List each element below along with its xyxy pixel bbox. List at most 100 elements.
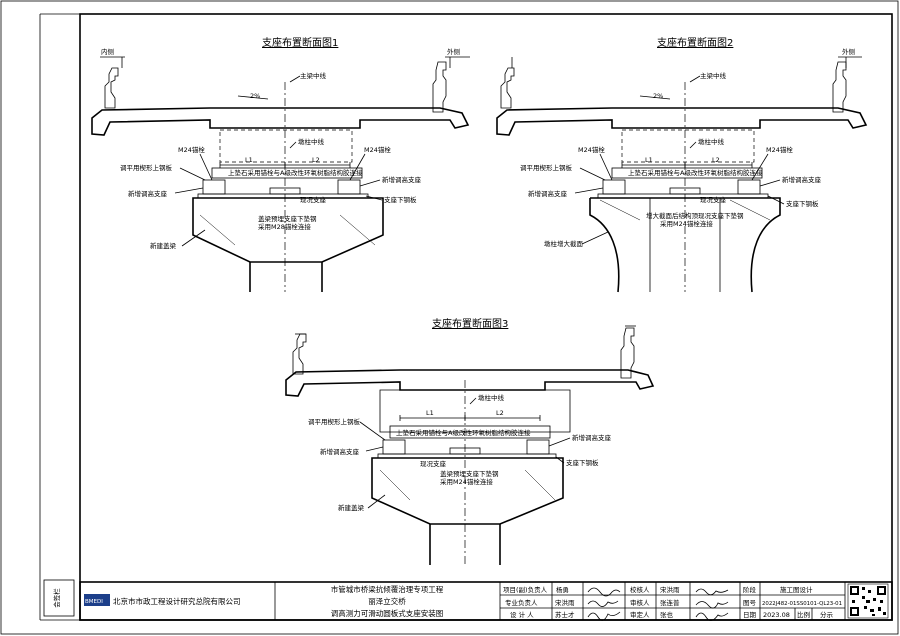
stage-value: 施工图设计 — [780, 585, 813, 594]
view3-new-cap-beam: 新建盖梁 — [338, 503, 365, 512]
view1-deck — [91, 107, 470, 136]
designer-name: 苏士才 — [555, 610, 575, 619]
stage-label: 阶段 — [743, 585, 757, 594]
countersign-box — [43, 579, 75, 617]
view2-deck — [496, 107, 868, 136]
drawing-frame — [79, 13, 893, 621]
view3-title: 支座布置断面图3 — [432, 317, 508, 330]
reviewer-name: 张连普 — [660, 598, 680, 607]
signature-project-lead — [587, 587, 621, 597]
view3-left-barrier — [292, 333, 307, 375]
signature-discipline-lead — [587, 600, 619, 607]
view1-l2: L2 — [312, 156, 320, 164]
view1-title: 支座布置断面图1 — [262, 36, 338, 49]
discipline-lead-label: 专业负责人 — [505, 598, 538, 607]
view2-pier-center: 墩柱中线 — [698, 137, 725, 146]
view1-right-bearing — [337, 179, 361, 195]
view3-pier-center: 墩柱中线 — [478, 393, 505, 402]
view1-slope: 2% — [250, 92, 260, 100]
view1-leveling-plate: 调平用楔形上钢板 — [120, 163, 173, 172]
date-value: 2023.08 — [763, 611, 790, 619]
view2-m24-left: M24锚栓 — [578, 145, 605, 154]
view1-new-bearing-right: 新增调高支座 — [382, 175, 422, 184]
view1-girder-outline — [219, 129, 353, 163]
view3-lower-plate: 支座下钢板 — [566, 458, 599, 467]
view1-m24-right: M24锚栓 — [364, 145, 391, 154]
view3-girder — [379, 389, 571, 433]
view1-right-barrier — [432, 61, 447, 113]
scale-value: 分示 — [820, 610, 834, 619]
company-name: 北京市市政工程设计研究总院有限公司 — [113, 596, 241, 606]
drawing-no-label: 图号 — [743, 599, 757, 607]
view2-new-bearing-right: 新增调高支座 — [782, 175, 822, 184]
view3-l2: L2 — [496, 409, 504, 417]
view1-embed-note-2: 采用M28锚栓连接 — [258, 222, 311, 231]
view1-new-bearing-left: 新增调高支座 — [128, 189, 168, 198]
view2-lower-plate: 支座下钢板 — [786, 199, 819, 208]
view1-m24-left: M24锚栓 — [178, 145, 205, 154]
view2-enlarged-pier — [589, 197, 781, 293]
approver-name: 张也 — [660, 610, 674, 619]
view2-new-bearing-left: 新增调高支座 — [528, 189, 568, 198]
view3-leveling-plate: 调平用楔形上钢板 — [308, 417, 361, 426]
view2-left-barrier — [500, 67, 515, 109]
section-view-3: 支座布置断面图3 墩柱中线 L1 L2 上垫石采用锚栓与A级改性环氧树脂结构胶连… — [285, 317, 655, 565]
view1-embed-note-1: 盖梁预埋支座下垫钢 — [258, 214, 317, 223]
view2-m24-right: M24锚栓 — [766, 145, 793, 154]
qr-code — [847, 583, 889, 619]
designer-label: 设 计 人 — [510, 610, 534, 619]
view3-new-bearing-right: 新增调高支座 — [572, 433, 612, 442]
view1-l1: L1 — [245, 156, 253, 164]
view1-left-side: 内侧 — [101, 47, 114, 56]
view3-deck — [285, 369, 655, 397]
view2-embed-note-2: 采用M24锚栓连接 — [660, 219, 713, 228]
view1-left-bearing — [202, 179, 226, 195]
view3-left-bearing — [382, 439, 406, 455]
signature-designer — [587, 611, 621, 621]
drawing-no-value: 2022J482-01SS0101-QL23-01 — [762, 601, 842, 607]
view2-l2: L2 — [712, 156, 720, 164]
view3-new-bearing-left: 新增调高支座 — [320, 447, 360, 456]
view3-embed-note-2: 采用M24锚栓连接 — [440, 477, 493, 486]
view2-leveling-plate: 调平用楔形上钢板 — [520, 163, 573, 172]
view1-existing-bearing-label: 现况支座 — [300, 195, 327, 204]
countersign-label: 会签栏 — [52, 588, 61, 608]
drawing-name: 调高测力可滑动圆板式支座安装图 — [331, 608, 444, 618]
view3-existing-bearing-label: 现况支座 — [420, 459, 447, 468]
view2-slope: 2% — [653, 92, 663, 100]
signature-approver — [695, 612, 729, 621]
view1-pier-center: 墩柱中线 — [298, 137, 325, 146]
company-logo-text: BMEDI — [85, 599, 103, 605]
scale-label: 比例 — [797, 610, 810, 619]
view3-right-bearing — [526, 439, 550, 455]
view3-top-block-note: 上垫石采用锚栓与A级改性环氧树脂结构胶连接 — [396, 428, 531, 437]
view3-right-barrier — [620, 327, 635, 379]
view2-right-side: 外侧 — [842, 47, 855, 56]
section-view-2: 支座布置断面图2 外侧 主梁中线 2% 墩柱中线 L1 L2 上垫石采用锚栓与A… — [496, 36, 868, 293]
view2-left-bearing — [602, 179, 626, 195]
discipline-lead-name: 宋洪雨 — [555, 598, 575, 607]
view2-title: 支座布置断面图2 — [657, 36, 733, 49]
view3-l1: L1 — [426, 409, 434, 417]
view2-enlarged-section: 墩柱增大截面 — [544, 239, 584, 248]
checker-label: 校核人 — [630, 585, 650, 594]
view2-top-block-note: 上垫石采用锚栓与A级改性环氧树脂结构胶连接 — [628, 168, 763, 177]
view1-top-block-note: 上垫石采用锚栓与A级改性环氧树脂结构胶连接 — [228, 168, 363, 177]
company-logo — [84, 594, 110, 606]
section-view-1: 支座布置断面图1 内侧 外侧 主梁中线 2% 墩柱中线 L1 L2 上垫石采用锚… — [91, 36, 470, 292]
project-line-1: 市管城市桥梁抗倾覆治理专项工程 — [331, 584, 444, 594]
view2-right-barrier — [832, 61, 847, 113]
view3-embed-note-1: 盖梁预埋支座下垫钢 — [440, 469, 499, 478]
signature-checker — [695, 588, 729, 596]
title-block: BMEDI 北京市市政工程设计研究总院有限公司 市管城市桥梁抗倾覆治理专项工程 … — [79, 581, 893, 621]
project-lead-name: 杨勇 — [556, 585, 569, 594]
view1-right-side: 外侧 — [447, 47, 460, 56]
view2-right-bearing — [737, 179, 761, 195]
view1-new-cap-beam: 新建盖梁 — [150, 241, 177, 250]
project-lead-label: 项目(副)负责人 — [503, 585, 548, 594]
signature-reviewer — [695, 601, 729, 609]
view1-main-beam-center: 主梁中线 — [300, 71, 327, 80]
approver-label: 审定人 — [630, 610, 650, 619]
view1-left-barrier — [104, 67, 119, 109]
